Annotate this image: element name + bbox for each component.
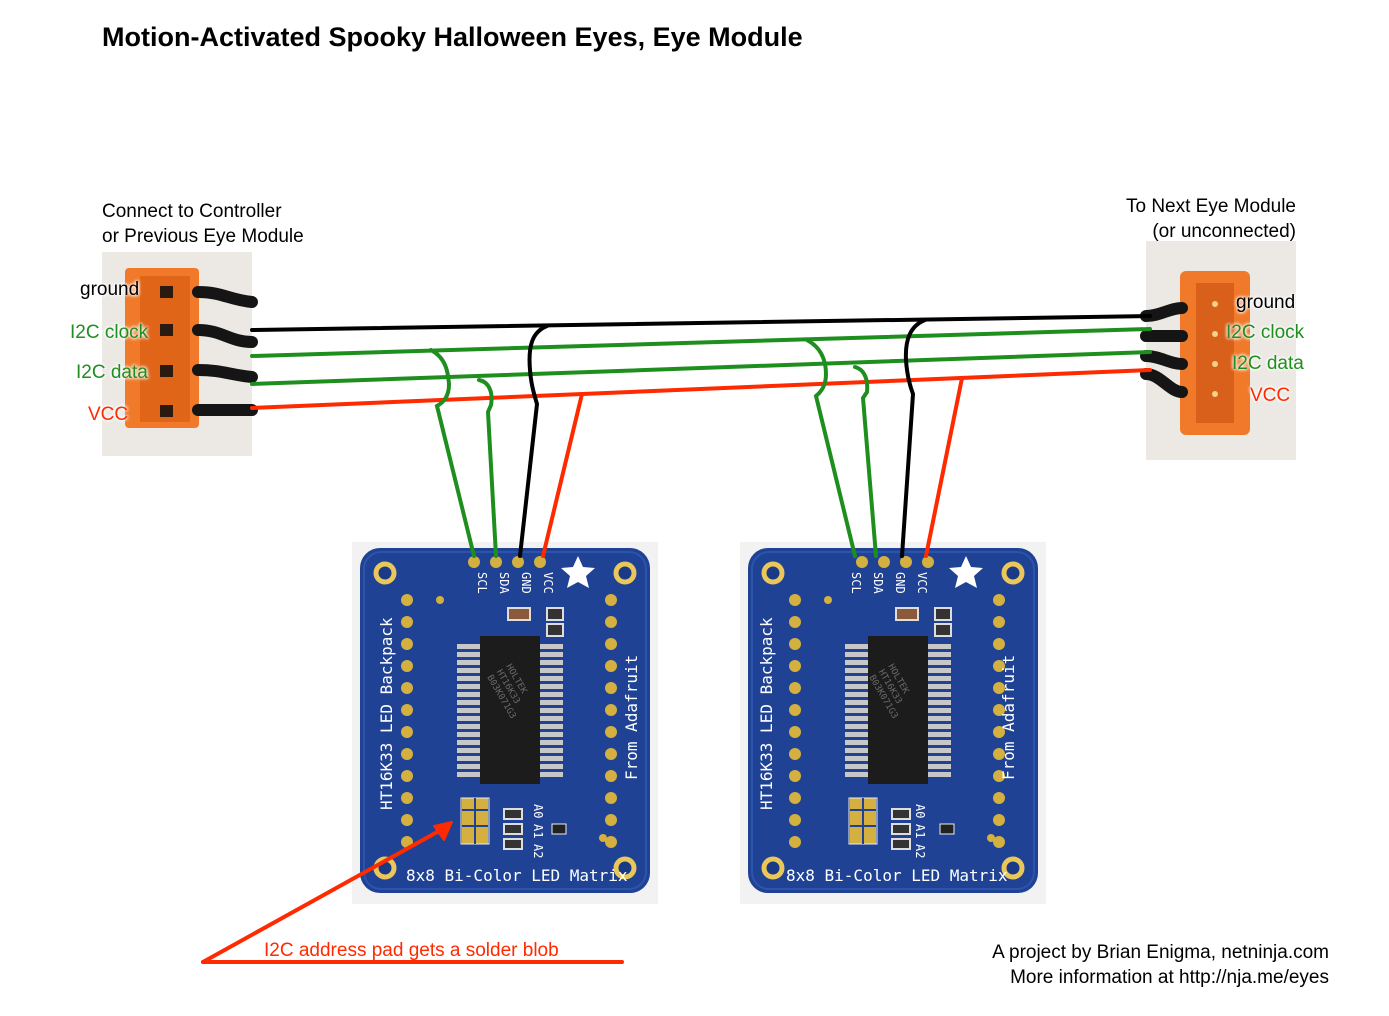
wire-scl-1 xyxy=(429,348,476,558)
right-pin-ground: ground xyxy=(1236,292,1296,313)
credit-block: A project by Brian Enigma, netninja.com … xyxy=(992,940,1329,990)
wire-scl-2 xyxy=(805,338,857,558)
wire-gnd-2 xyxy=(900,318,927,558)
left-connector xyxy=(102,252,258,456)
board-bottom-label: 8x8 Bi-Color LED Matrix xyxy=(786,866,1008,885)
right-caption: To Next Eye Module (or unconnected) xyxy=(1126,194,1296,244)
led-backpack-board-2: SCL SDA GND VCC HT16K33 LED Backpack Fro… xyxy=(740,542,1046,904)
board-1-wires xyxy=(429,324,584,558)
left-pin-ground: ground xyxy=(80,279,140,300)
bus-vcc xyxy=(250,368,1152,410)
addr-pad-a2: A2 xyxy=(913,844,927,858)
left-pin-i2c-data: I2C data xyxy=(76,362,148,383)
pin-label-gnd: GND xyxy=(893,572,907,594)
left-caption: Connect to Controller or Previous Eye Mo… xyxy=(102,199,304,249)
addr-pad-a1: A1 xyxy=(531,824,545,838)
pin-label-vcc: VCC xyxy=(915,572,929,594)
pin-label-gnd: GND xyxy=(519,572,533,594)
wire-sda-2 xyxy=(853,365,878,558)
wire-vcc-2 xyxy=(924,376,964,558)
addr-pad-a1: A1 xyxy=(913,824,927,838)
led-backpack-board-1: SCL SDA GND VCC HT16K33 LED Backpack Fro… xyxy=(352,542,658,904)
board-side-label-right: From Adafruit xyxy=(999,655,1018,780)
board-side-label: HT16K33 LED Backpack xyxy=(757,617,776,810)
solder-blob-note: I2C address pad gets a solder blob xyxy=(264,940,559,961)
board-side-label: HT16K33 LED Backpack xyxy=(377,617,396,810)
pin-label-vcc: VCC xyxy=(541,572,555,594)
board-2-wires xyxy=(805,318,964,558)
addr-pad-a2: A2 xyxy=(531,844,545,858)
right-caption-line-2: (or unconnected) xyxy=(1152,221,1296,242)
pin-label-sda: SDA xyxy=(497,572,511,594)
left-caption-line-2: or Previous Eye Module xyxy=(102,226,304,247)
addr-pad-a0: A0 xyxy=(531,804,545,818)
addr-pad-a0: A0 xyxy=(913,804,927,818)
annotation-arrow xyxy=(201,821,624,964)
right-connector xyxy=(1140,241,1296,460)
left-pin-vcc: VCC xyxy=(88,404,129,425)
right-pin-vcc: VCC xyxy=(1250,385,1291,406)
right-pin-i2c-clock: I2C clock xyxy=(1226,322,1305,343)
bus-i2c-clock xyxy=(250,327,1152,358)
right-pin-i2c-data: I2C data xyxy=(1232,353,1304,374)
pin-label-sda: SDA xyxy=(871,572,885,594)
diagram-title: Motion-Activated Spooky Halloween Eyes, … xyxy=(102,22,803,52)
pin-label-scl: SCL xyxy=(475,572,489,594)
bus-wires xyxy=(250,314,1152,410)
pin-label-scl: SCL xyxy=(849,572,863,594)
left-pin-i2c-clock: I2C clock xyxy=(70,322,149,343)
left-caption-line-1: Connect to Controller xyxy=(102,201,282,222)
board-side-label-right: From Adafruit xyxy=(622,655,641,780)
bus-i2c-data xyxy=(250,350,1152,386)
credit-line-1: A project by Brian Enigma, netninja.com xyxy=(992,942,1329,963)
bus-ground xyxy=(250,314,1152,332)
board-bottom-label: 8x8 Bi-Color LED Matrix xyxy=(406,866,628,885)
wire-sda-1 xyxy=(477,378,498,558)
credit-line-2: More information at http://nja.me/eyes xyxy=(1010,967,1329,988)
wire-vcc-1 xyxy=(541,392,584,558)
right-caption-line-1: To Next Eye Module xyxy=(1125,196,1296,217)
wire-gnd-1 xyxy=(518,324,549,558)
